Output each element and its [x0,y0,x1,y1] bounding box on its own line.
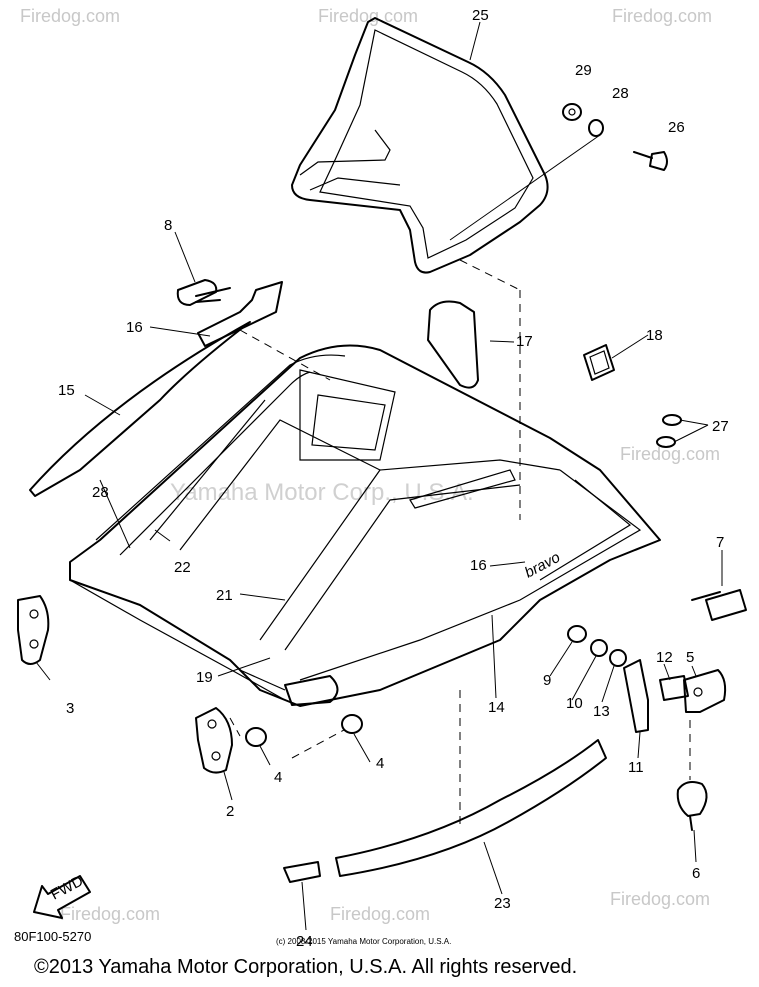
fwd-text: FWD [48,872,86,903]
callout-28: 28 [612,85,629,102]
callout-18: 18 [646,327,663,344]
latch-part-11 [623,659,649,733]
watermarks: Firedog.com Firedog.com Firedog.com Fire… [20,6,720,924]
grommet-part-4 [245,714,363,747]
knob-part-6 [676,781,708,831]
grommet-part-9 [567,625,587,643]
bravo-decal: bravo [522,549,563,582]
bolt-part-26 [633,151,668,171]
callout-16-lower: 16 [470,557,487,574]
watermark-brand: Yamaha Motor Corp., U.S.A. [170,479,474,506]
callout-2: 2 [226,803,234,820]
trim-strip-part-15 [29,321,251,497]
windshield-part-25 [291,17,549,274]
pad-part-17 [427,300,479,389]
bracket-part-8 [176,279,231,306]
watermark-site: Firedog.com [60,904,160,924]
washer-part-10 [590,639,608,657]
pin-part-7 [691,589,747,621]
bushing-part-13 [609,649,627,667]
washer-part-28 [588,119,604,137]
callout-21: 21 [216,587,233,604]
callout-3: 3 [66,700,74,717]
bracket-part-5 [683,669,727,713]
callout-25: 25 [472,7,489,24]
watermark-site: Firedog.com [330,904,430,924]
hood-main: bravo [69,344,661,707]
leader-lines [35,21,723,931]
callout-11: 11 [628,759,644,776]
bracket-part-3 [17,595,50,665]
watermark-site: Firedog.com [612,6,712,26]
small-copyright: (c) 2008-2015 Yamaha Motor Corporation, … [276,937,452,946]
emblem-part-18 [583,344,615,381]
watermark-site: Firedog.com [610,889,710,909]
callout-14: 14 [488,699,505,716]
callout-17: 17 [516,333,533,350]
bracket-part-2 [195,707,233,774]
callout-16: 16 [126,319,143,336]
callout-24: 24 [296,933,313,950]
oring-part-27 [656,414,682,448]
callout-6: 6 [692,865,700,882]
callout-19: 19 [196,669,213,686]
callout-7: 7 [716,534,724,551]
watermark-site: Firedog.com [318,6,418,26]
callout-28-lower: 28 [92,484,109,501]
callout-26: 26 [668,119,685,136]
callout-29: 29 [575,62,592,79]
callout-4: 4 [274,769,282,786]
callout-23: 23 [494,895,511,912]
callout-9: 9 [543,672,551,689]
nut-part-29 [562,103,582,121]
callout-10: 10 [566,695,583,712]
callout-8: 8 [164,217,172,234]
callout-4-right: 4 [376,755,384,772]
copyright-notice: ©2013 Yamaha Motor Corporation, U.S.A. A… [34,956,578,978]
callout-22: 22 [174,559,191,576]
callout-15: 15 [58,382,75,399]
callout-5: 5 [686,649,694,666]
pin-part-12 [659,675,689,701]
part-code: 80F100-5270 [14,929,92,944]
callout-13: 13 [593,703,610,720]
callout-27: 27 [712,418,729,435]
rail-part-23 [335,739,607,877]
callout-12: 12 [656,649,673,666]
watermark-site: Firedog.com [20,6,120,26]
centerlines [239,259,691,830]
callout-labels: 25 29 28 26 8 16 17 18 15 27 28 22 16 7 … [58,7,729,950]
pad-part-24 [283,861,321,883]
watermark-site: Firedog.com [620,444,720,464]
